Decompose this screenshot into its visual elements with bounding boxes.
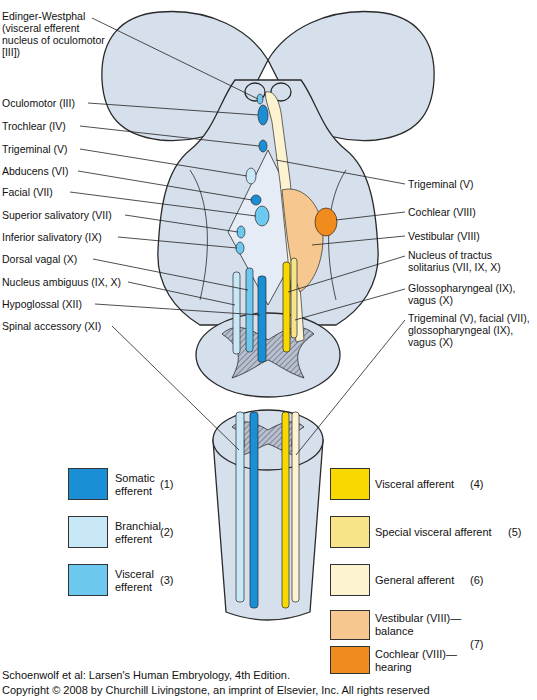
visceral-afferent-column (282, 412, 289, 608)
legend-swatch (330, 646, 370, 674)
nucleus-label: Edinger-Westphal (visceral efferent nucl… (2, 10, 117, 58)
legend-text: General afferent (375, 574, 470, 587)
legend-swatch (68, 564, 108, 596)
callout-number: (1) (160, 478, 190, 491)
nucleus-label: Nucleus ambiguus (IX, X) (2, 276, 152, 288)
visceral-afferent-column (283, 262, 290, 352)
legend-swatch (330, 564, 370, 596)
facial-nucleus (255, 206, 269, 226)
legend-swatch (330, 610, 370, 640)
legend-text: Special visceral afferent (375, 526, 505, 539)
leader-line (276, 160, 405, 184)
special-visceral-afferent-column (291, 258, 297, 338)
leader-line (80, 149, 247, 176)
somatic-efferent-column (250, 412, 258, 608)
nucleus-label: Trigeminal (V) (408, 178, 536, 190)
inferior-salivatory-nucleus (236, 242, 244, 254)
nucleus-label: Hypoglossal (XII) (2, 298, 152, 310)
callout-number: (2) (160, 526, 190, 539)
legend-text: Visceral efferent (115, 568, 163, 594)
copyright-note: Copyright © 2008 by Churchill Livingston… (2, 684, 537, 697)
leader-line (92, 18, 258, 99)
leader-line (112, 326, 239, 450)
figure-caption: Schoenwolf et al: Larsen's Human Embryol… (2, 669, 537, 682)
legend-swatch (68, 516, 108, 548)
callout-number: (7) (470, 638, 500, 651)
nucleus-label: Dorsal vagal (X) (2, 253, 152, 265)
nucleus-label: Spinal accessory (XI) (2, 320, 152, 332)
trigeminal-motor-nucleus (246, 168, 256, 184)
nucleus-label: Abducens (VI) (2, 165, 152, 177)
legend-swatch (330, 516, 370, 548)
leader-line (128, 282, 235, 305)
legend-text: Somatic efferent (115, 472, 163, 498)
leader-line (312, 236, 405, 245)
legend-text: Visceral afferent (375, 478, 470, 491)
leader-line (295, 289, 405, 320)
dorsal-vagal-column (246, 268, 253, 352)
nucleus-label: Trochlear (IV) (2, 120, 152, 132)
medulla-section (196, 313, 340, 397)
spinal-cord-section (213, 410, 323, 470)
nucleus-label: Nucleus of tractus solitarius (VII, IX, … (408, 249, 536, 273)
nucleus-label: Superior salivatory (VII) (2, 209, 152, 221)
legend-text: Branchial efferent (115, 520, 170, 546)
nuclei (233, 92, 337, 608)
legend-swatch (330, 468, 370, 500)
nucleus-label: Glossopharyngeal (IX), vagus (X) (408, 282, 536, 306)
nucleus-label: Trigeminal (V) (2, 143, 152, 155)
cochlear-nucleus (315, 208, 337, 236)
legend-text: Vestibular (VIII)— balance (375, 612, 465, 638)
nucleus-label: Vestibular (VIII) (408, 230, 536, 242)
nucleus-label: Cochlear (VIII) (408, 206, 536, 218)
leader-line (118, 237, 237, 248)
cerebellar-peduncle (190, 170, 346, 300)
leader-line (78, 171, 252, 200)
callout-number: (4) (470, 478, 500, 491)
nucleus-label: Trigeminal (V), facial (VII), glossophar… (408, 312, 536, 348)
trochlear-nucleus (259, 140, 267, 152)
leader-line (336, 212, 405, 220)
leader-line (88, 103, 258, 115)
oculomotor-nucleus (258, 105, 268, 125)
callout-number: (5) (508, 526, 536, 539)
callout-number: (6) (470, 574, 500, 587)
leader-line (80, 126, 259, 146)
legend-text: Cochlear (VIII)— hearing (375, 648, 465, 674)
abducens-nucleus (251, 195, 261, 205)
callout-number: (3) (160, 574, 190, 587)
leader-line (296, 320, 405, 455)
superior-salivatory-nucleus (237, 226, 245, 238)
leader-line (288, 256, 405, 292)
general-afferent-column (292, 412, 299, 602)
nucleus-label: Oculomotor (III) (2, 97, 152, 109)
leader-line (95, 304, 260, 315)
leader-line (125, 215, 238, 232)
legend-swatch (68, 468, 108, 500)
brainstem-body (158, 80, 378, 325)
nucleus-label: Facial (VII) (2, 186, 152, 198)
hypoglossal-column (258, 276, 266, 362)
leader-lines (70, 18, 405, 455)
nucleus-label: Inferior salivatory (IX) (2, 231, 152, 243)
spinal-accessory-column (236, 412, 244, 602)
